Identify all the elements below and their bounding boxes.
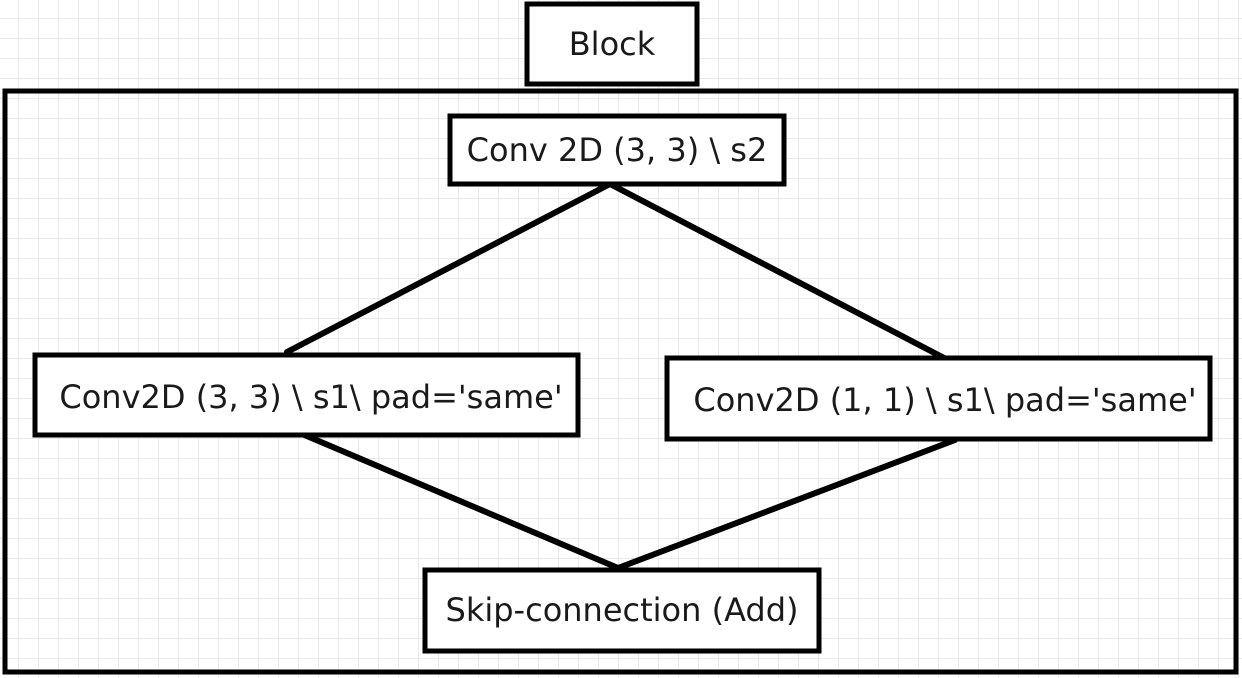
conv-left-node[interactable]: Conv2D (3, 3) \ s1\ pad='same' [32, 352, 581, 438]
skip-connection-label: Skip-connection (Add) [446, 591, 799, 629]
conv-left-label: Conv2D (3, 3) \ s1\ pad='same' [59, 378, 562, 416]
block-title-label: Block [569, 25, 656, 63]
conv-left-box [32, 352, 581, 438]
block-frame [2, 88, 1239, 675]
edge-top-to-right [607, 181, 951, 363]
conv-top-label: Conv 2D (3, 3) \ s2 [467, 131, 768, 169]
conv-right-node[interactable]: Conv2D (1, 1) \ s1\ pad='same' [664, 355, 1213, 442]
conv-top-node[interactable]: Conv 2D (3, 3) \ s2 [447, 113, 787, 187]
block-title-box [524, 1, 700, 87]
edge-left-to-skip [292, 428, 621, 571]
edge-top-to-left [284, 181, 613, 355]
conv-right-box [664, 355, 1213, 442]
edge-right-to-skip [615, 437, 958, 571]
skip-connection-box [422, 567, 822, 654]
skip-connection-node[interactable]: Skip-connection (Add) [422, 567, 822, 654]
conv-top-box [447, 113, 787, 187]
block-title-node[interactable]: Block [524, 1, 700, 87]
conv-right-label: Conv2D (1, 1) \ s1\ pad='same' [693, 381, 1196, 419]
